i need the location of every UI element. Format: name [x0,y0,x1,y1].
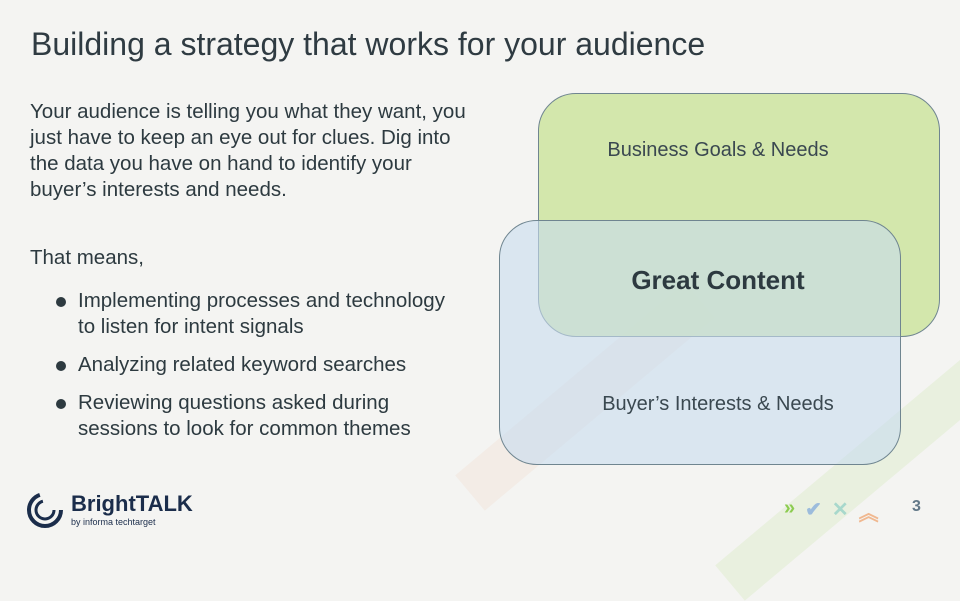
page-number: 3 [912,498,921,515]
venn-bottom-label: Buyer’s Interests & Needs [602,393,834,415]
intro-text: Your audience is telling you what they w… [30,100,466,201]
means-text: That means, [30,246,144,269]
venn-top-label: Business Goals & Needs [607,139,829,161]
list-item: Reviewing questions asked during session… [52,390,452,442]
list-item: Implementing processes and technology to… [52,288,452,340]
double-chevron-icon: » [784,497,796,519]
chevron-up-icon: ︽ [858,503,879,525]
logo-mark-icon [27,492,63,528]
check-icon: ✔ [805,499,822,521]
brighttalk-logo: BrightTALK by informa techtarget [25,490,193,530]
logo-sub: by informa techtarget [71,517,156,527]
bullet-list: Implementing processes and technology to… [52,288,452,454]
venn-center-label: Great Content [631,265,805,295]
venn-buyer-box [499,220,901,465]
x-icon: ✕ [831,499,849,521]
footer-icons: » ✔ ✕ ︽ [784,497,879,526]
list-item: Analyzing related keyword searches [52,352,452,378]
slide-title: Building a strategy that works for your … [31,26,706,62]
logo-brand: BrightTALK [71,491,193,516]
